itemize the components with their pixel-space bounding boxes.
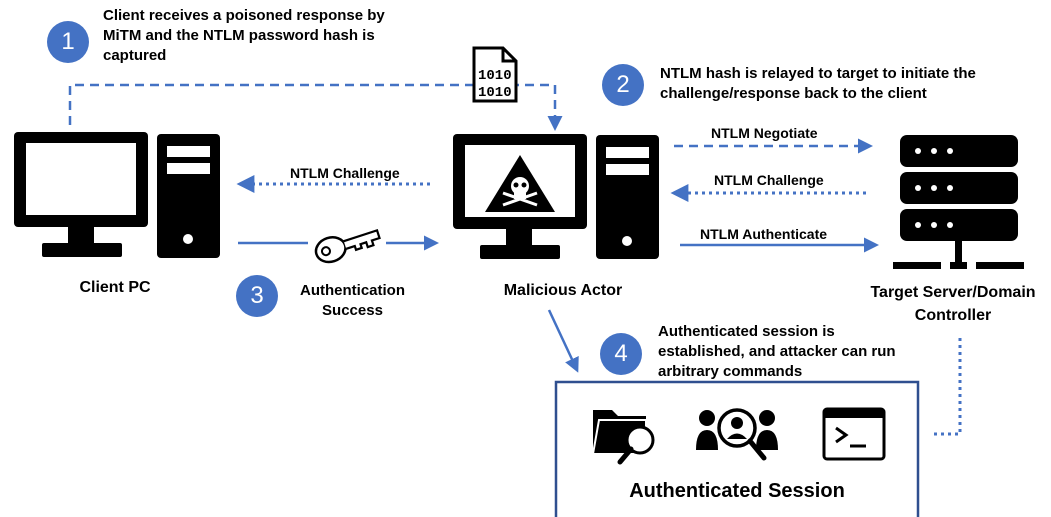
step-1-badge: 1 — [47, 21, 89, 63]
step-4-text: Authenticated session is established, an… — [658, 323, 896, 380]
session-title: Authenticated Session — [629, 480, 845, 502]
skull-warning-icon — [485, 155, 555, 212]
step-3-badge: 3 — [236, 275, 278, 317]
negotiate-label: NTLM Negotiate — [711, 125, 818, 141]
user-search-icon — [696, 408, 778, 461]
target-server-label: Target Server/Domain Controller — [870, 284, 1036, 324]
step-2-text: NTLM hash is relayed to target to initia… — [660, 65, 976, 102]
client-challenge-label: NTLM Challenge — [290, 165, 400, 181]
server-session-connector — [932, 338, 962, 436]
step-4-badge: 4 — [600, 333, 642, 375]
terminal-icon — [822, 407, 886, 461]
attacker-pc-icon — [453, 134, 659, 259]
session-arrow — [547, 309, 579, 373]
server-rack-icon — [893, 135, 1024, 269]
step-1-text: Client receives a poisoned response by M… — [103, 7, 385, 64]
client-pc-label: Client PC — [79, 279, 151, 296]
step-3-text: Authentication Success — [300, 282, 405, 319]
svg-text:1010: 1010 — [478, 68, 512, 84]
step-2-badge: 2 — [602, 64, 644, 106]
hash-capture-path — [68, 83, 563, 131]
svg-text:1010: 1010 — [478, 85, 512, 101]
server-challenge-label: NTLM Challenge — [714, 172, 824, 188]
authenticate-label: NTLM Authenticate — [700, 226, 828, 242]
client-pc-icon — [14, 132, 220, 258]
session-box — [554, 380, 920, 517]
attacker-label: Malicious Actor — [503, 282, 623, 299]
key-icon — [314, 228, 381, 264]
folder-search-icon — [591, 410, 655, 465]
binary-file-icon: 1010 1010 — [472, 46, 518, 103]
